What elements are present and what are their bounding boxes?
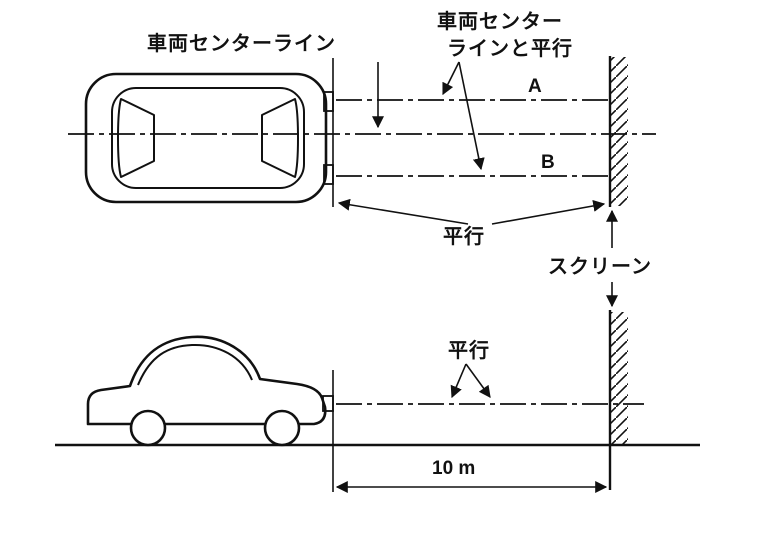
label-vehicle-center-line: 車両センターライン bbox=[147, 31, 336, 55]
car-front-wheel bbox=[263, 409, 301, 447]
car-top-cabin bbox=[111, 87, 305, 189]
car-side-body bbox=[86, 335, 327, 426]
label-parallel-top: 平行 bbox=[443, 224, 485, 248]
arrow-parallel-bottom-right bbox=[465, 363, 491, 398]
arrow-to-line-a bbox=[442, 61, 460, 96]
arrow-parallel-right bbox=[491, 199, 606, 225]
car-top-windshield bbox=[261, 98, 299, 178]
screen-hatching-top bbox=[611, 57, 628, 206]
car-top-view bbox=[84, 72, 334, 204]
car-rear-wheel bbox=[129, 409, 167, 447]
car-top-body bbox=[84, 72, 328, 204]
arrow-to-line-b bbox=[458, 61, 485, 171]
label-line-b: B bbox=[541, 152, 555, 173]
arrow-parallel-left bbox=[337, 198, 469, 225]
label-screen: スクリーン bbox=[548, 255, 652, 278]
car-top-rear-window bbox=[117, 98, 155, 178]
car-side-view bbox=[86, 335, 334, 447]
label-distance-10m: 10 m bbox=[432, 458, 475, 479]
label-parallel-to-center-2: ラインと平行 bbox=[447, 36, 573, 60]
screen-hatching-bottom bbox=[611, 312, 628, 446]
arrow-parallel-bottom-left bbox=[450, 363, 467, 399]
car-side-window-line bbox=[137, 343, 253, 386]
label-line-a: A bbox=[528, 76, 542, 97]
label-parallel-to-center-1: 車両センター bbox=[437, 9, 563, 33]
label-parallel-bottom: 平行 bbox=[448, 338, 490, 362]
